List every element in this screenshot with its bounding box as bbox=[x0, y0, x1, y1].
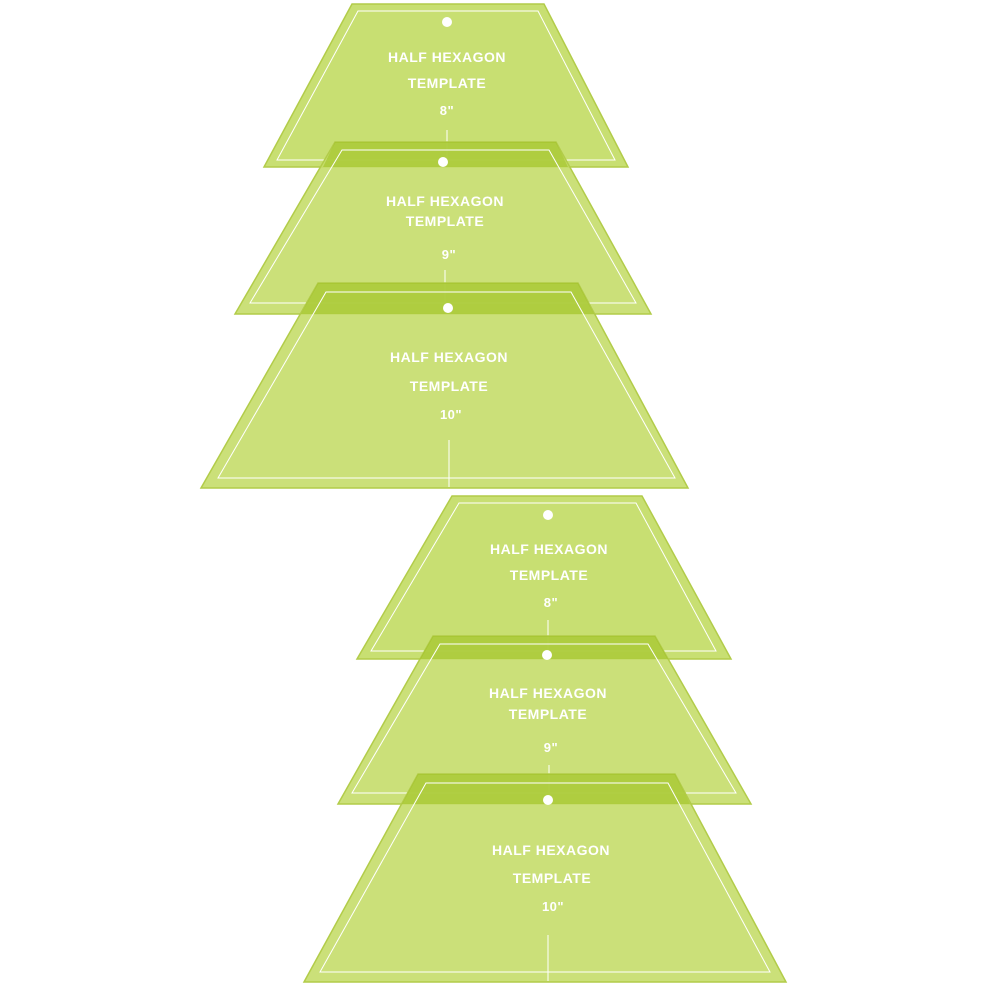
seam-allowance-outline bbox=[351, 643, 737, 794]
overlap-band bbox=[323, 142, 568, 167]
overlap-band bbox=[420, 636, 668, 659]
template-10in-bottom: HALF HEXAGON TEMPLATE 10" bbox=[302, 773, 788, 983]
template-set-top: HALF HEXAGON TEMPLATE 8" HALF HEXAGON TE… bbox=[199, 3, 690, 489]
seam-allowance-outline bbox=[370, 502, 717, 652]
template-subtitle: TEMPLATE bbox=[510, 567, 588, 583]
hanging-hole-icon bbox=[543, 510, 553, 520]
template-10in-top: HALF HEXAGON TEMPLATE 10" bbox=[199, 282, 690, 489]
template-title: HALF HEXAGON bbox=[490, 541, 608, 557]
template-size: 9" bbox=[442, 247, 456, 262]
template-body bbox=[262, 3, 630, 168]
hanging-hole-icon bbox=[542, 650, 552, 660]
template-title: HALF HEXAGON bbox=[489, 685, 607, 701]
hanging-hole-icon bbox=[438, 157, 448, 167]
template-size: 10" bbox=[440, 407, 462, 422]
template-9in-bottom: HALF HEXAGON TEMPLATE 9" bbox=[336, 635, 753, 805]
template-9in-top: HALF HEXAGON TEMPLATE 9" bbox=[233, 141, 653, 315]
template-size: 9" bbox=[544, 740, 558, 755]
template-8in-top: HALF HEXAGON TEMPLATE 8" bbox=[262, 3, 630, 168]
template-subtitle: TEMPLATE bbox=[408, 75, 486, 91]
template-title: HALF HEXAGON bbox=[390, 349, 508, 365]
template-title: HALF HEXAGON bbox=[388, 49, 506, 65]
template-set-bottom: HALF HEXAGON TEMPLATE 8" HALF HEXAGON TE… bbox=[302, 495, 788, 983]
template-body bbox=[355, 495, 733, 660]
template-subtitle: TEMPLATE bbox=[513, 870, 591, 886]
template-size: 10" bbox=[542, 899, 564, 914]
seam-allowance-outline bbox=[276, 10, 616, 161]
seam-allowance-outline bbox=[217, 291, 676, 479]
template-size: 8" bbox=[544, 595, 558, 610]
template-subtitle: TEMPLATE bbox=[410, 378, 488, 394]
hanging-hole-icon bbox=[442, 17, 452, 27]
template-subtitle: TEMPLATE bbox=[406, 213, 484, 229]
template-title: HALF HEXAGON bbox=[386, 193, 504, 209]
seam-allowance-outline bbox=[319, 782, 771, 973]
template-subtitle: TEMPLATE bbox=[509, 706, 587, 722]
overlap-band bbox=[301, 283, 594, 314]
template-title: HALF HEXAGON bbox=[492, 842, 610, 858]
seam-allowance-outline bbox=[249, 149, 637, 304]
hanging-hole-icon bbox=[543, 795, 553, 805]
template-size: 8" bbox=[440, 103, 454, 118]
hanging-hole-icon bbox=[443, 303, 453, 313]
template-8in-bottom: HALF HEXAGON TEMPLATE 8" bbox=[355, 495, 733, 660]
overlap-band bbox=[402, 774, 690, 804]
